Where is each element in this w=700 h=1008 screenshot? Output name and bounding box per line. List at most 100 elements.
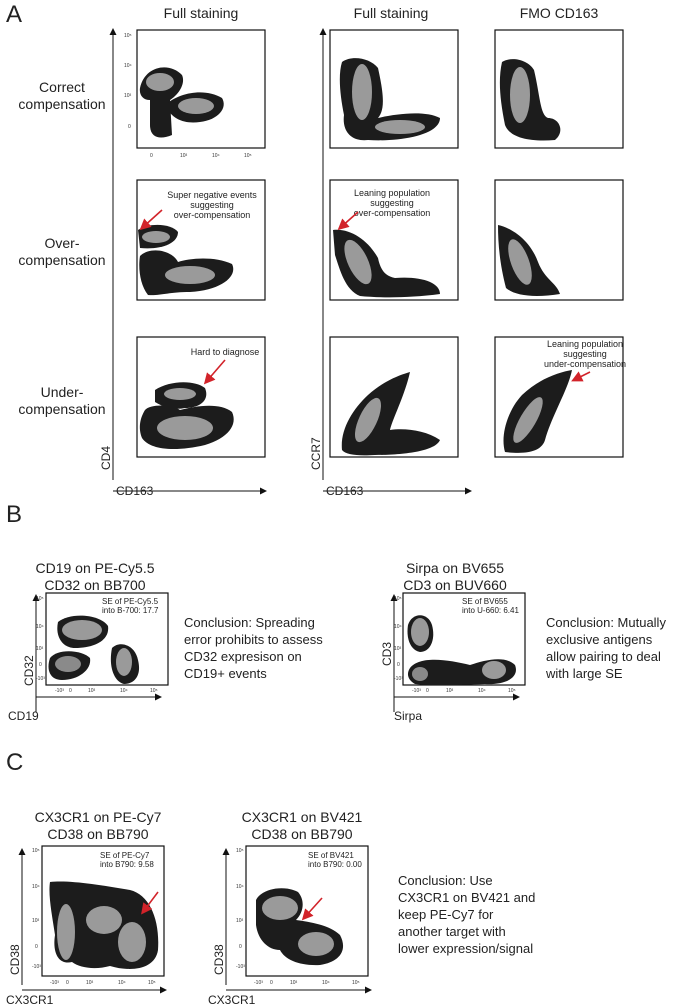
plot-c2-populations bbox=[256, 888, 344, 966]
y-tick: 10³ bbox=[236, 918, 244, 924]
contour bbox=[513, 397, 543, 443]
panel-c-conclusion-3: keep PE-Cy7 for bbox=[398, 907, 494, 922]
contour bbox=[412, 667, 428, 681]
y-tick: 10³ bbox=[394, 646, 402, 652]
x-tick: 10⁴ bbox=[478, 688, 486, 694]
cd32-axis-label: CD32 bbox=[22, 655, 36, 686]
annot-under-right-1: Leaning population bbox=[547, 339, 623, 349]
contour bbox=[62, 620, 102, 640]
cx3cr1-axis-label-2: CX3CR1 bbox=[208, 993, 256, 1007]
contour bbox=[482, 661, 506, 679]
y-tick: 10⁵ bbox=[394, 596, 402, 602]
contour bbox=[86, 906, 122, 934]
annot-over-left-1: Super negative events bbox=[167, 190, 257, 200]
contour bbox=[157, 416, 213, 440]
contour bbox=[178, 98, 214, 114]
plot-c1-populations bbox=[49, 881, 159, 969]
contour bbox=[57, 904, 75, 960]
annot-over-mid-2: suggesting bbox=[370, 198, 414, 208]
y-tick: 10⁴ bbox=[394, 624, 402, 630]
y-tick: 0 bbox=[39, 662, 42, 668]
panel-c-letter: C bbox=[6, 749, 23, 776]
plot-c1-title-1: CX3CR1 on PE-Cy7 bbox=[35, 809, 162, 825]
x-tick: 0 bbox=[66, 980, 69, 986]
plot-c1-se-2: into B790: 9.58 bbox=[100, 860, 154, 869]
contour bbox=[508, 239, 532, 285]
contour bbox=[116, 648, 132, 676]
contour bbox=[55, 656, 81, 672]
cd19-axis-label: CD19 bbox=[8, 709, 39, 723]
x-tick: 10³ bbox=[446, 688, 454, 694]
panel-c-conclusion-5: lower expression/signal bbox=[398, 941, 533, 956]
x-tick: -10³ bbox=[412, 688, 421, 694]
annot-over-left-2: suggesting bbox=[190, 200, 234, 210]
panel-a-ticks: 10⁵ 10⁴ 10³ 0 0 10³ 10⁴ 10⁵ bbox=[124, 33, 252, 159]
cd38-axis-label-1: CD38 bbox=[8, 944, 22, 975]
plot-b2-title-2: CD3 on BUV660 bbox=[403, 577, 507, 593]
y-tick: -10³ bbox=[394, 676, 403, 682]
y-tick: 10³ bbox=[32, 918, 40, 924]
plot-b2-title-1: Sirpa on BV655 bbox=[406, 560, 504, 576]
contour bbox=[298, 932, 334, 956]
y-tick: 10⁴ bbox=[32, 884, 40, 890]
x-tick: 10⁵ bbox=[148, 980, 156, 986]
red-arrow bbox=[141, 891, 159, 915]
plot-b2-ticks: 10⁵ 10⁴ 10³ 0 -10³ -10³ 0 10³ 10⁴ 10⁵ bbox=[394, 596, 516, 694]
x-tick: 10⁵ bbox=[352, 980, 360, 986]
cd163-axis-label-left: CD163 bbox=[116, 484, 154, 498]
y-tick: 10⁵ bbox=[36, 596, 44, 602]
plot-b2-populations bbox=[407, 615, 516, 686]
plot-b1-conclusion-1: Conclusion: Spreading bbox=[184, 615, 315, 630]
y-tick: -10³ bbox=[236, 964, 245, 970]
row-label-correct-2: compensation bbox=[18, 96, 105, 112]
plot-b1-ticks: 10⁵ 10⁴ 10³ 0 -10³ -10³ 0 10³ 10⁴ 10⁵ bbox=[36, 596, 158, 694]
y-tick: 10⁵ bbox=[32, 848, 40, 854]
red-arrow bbox=[337, 211, 359, 231]
x-tick: 0 bbox=[150, 153, 153, 159]
contour bbox=[164, 388, 196, 400]
plot-c2-title-1: CX3CR1 on BV421 bbox=[242, 809, 363, 825]
x-tick: 10³ bbox=[180, 153, 188, 159]
plot-b2-conclusion-2: exclusive antigens bbox=[546, 632, 653, 647]
plot-b2-conclusion-1: Conclusion: Mutually bbox=[546, 615, 666, 630]
y-tick: 10³ bbox=[36, 646, 44, 652]
plot-b1-conclusion-3: CD32 expresison on bbox=[184, 649, 302, 664]
x-tick: 10⁵ bbox=[150, 688, 158, 694]
plot-b1-populations bbox=[48, 615, 140, 684]
x-tick: 10⁵ bbox=[244, 153, 252, 159]
contour bbox=[142, 231, 170, 243]
panel-c-conclusion-2: CX3CR1 on BV421 and bbox=[398, 890, 535, 905]
x-tick: 10³ bbox=[88, 688, 96, 694]
x-tick: 10⁴ bbox=[118, 980, 126, 986]
y-tick: -10³ bbox=[36, 676, 45, 682]
plot-b2-se-1: SE of BV655 bbox=[462, 597, 508, 606]
contour bbox=[354, 397, 382, 443]
panel-c-conclusion-1: Conclusion: Use bbox=[398, 873, 493, 888]
plot-b1-conclusion-4: CD19+ events bbox=[184, 666, 267, 681]
annot-over-mid-3: over-compensation bbox=[354, 208, 431, 218]
ccr7-axis-label: CCR7 bbox=[309, 437, 323, 470]
panel-a-letter: A bbox=[6, 1, 22, 28]
cd163-axis-label-right: CD163 bbox=[326, 484, 364, 498]
annot-under-right-3: under-compensation bbox=[544, 359, 626, 369]
cd3-axis-label: CD3 bbox=[380, 642, 394, 666]
plot-c2-ticks: 10⁵ 10⁴ 10³ 0 -10³ -10³ 0 10³ 10⁴ 10⁵ bbox=[236, 848, 360, 986]
y-tick: 10³ bbox=[124, 93, 132, 99]
panel-b-letter: B bbox=[6, 501, 22, 528]
col-header-3: FMO CD163 bbox=[520, 5, 599, 21]
plot-b1-title-2: CD32 on BB700 bbox=[44, 577, 145, 593]
row-label-over-2: compensation bbox=[18, 252, 105, 268]
row-label-under-1: Under- bbox=[41, 384, 84, 400]
cd4-axis-label: CD4 bbox=[99, 446, 113, 470]
plot-c1-se-1: SE of PE-Cy7 bbox=[100, 851, 150, 860]
y-tick: 10⁵ bbox=[124, 33, 132, 39]
plot-c1-title-2: CD38 on BB790 bbox=[47, 826, 148, 842]
plot-b2-conclusion-3: allow pairing to deal bbox=[546, 649, 661, 664]
plot-b1-se-1: SE of PE-Cy5.5 bbox=[102, 597, 159, 606]
y-tick: 0 bbox=[397, 662, 400, 668]
y-tick: 0 bbox=[35, 944, 38, 950]
panel-a-populations bbox=[138, 58, 572, 456]
plot-c2-se-1: SE of BV421 bbox=[308, 851, 354, 860]
x-tick: 10⁴ bbox=[120, 688, 128, 694]
